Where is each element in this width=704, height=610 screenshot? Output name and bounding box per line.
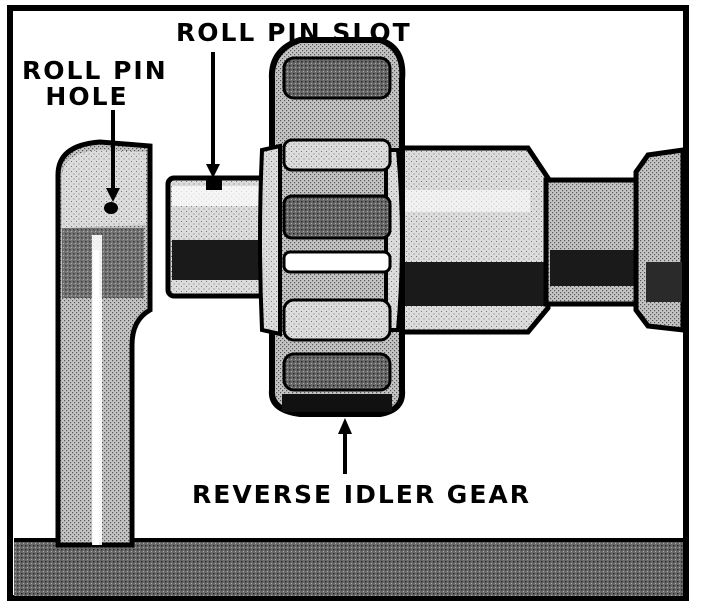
frame-border	[7, 5, 689, 601]
roll-pin-slot-arrowhead	[206, 164, 220, 178]
roll-pin-hole-arrowhead	[106, 188, 120, 202]
roll-pin-hole-label-line2: HOLE	[45, 82, 129, 111]
reverse-idler-gear-arrowhead	[338, 418, 352, 434]
reverse-idler-gear-label: REVERSE IDLER GEAR	[192, 480, 532, 509]
roll-pin-hole	[104, 202, 118, 214]
shaft-right	[392, 145, 686, 335]
base-plate	[14, 540, 683, 596]
roll-pin-hole-label: ROLL PIN HOLE	[22, 56, 168, 111]
support-post	[55, 139, 153, 548]
roll-pin-slot-label: ROLL PIN SLOT	[176, 18, 412, 47]
roll-pin-hole-label-line1: ROLL PIN	[22, 56, 168, 85]
roll-pin-slot	[206, 180, 222, 190]
reverse-idler-gear	[258, 37, 406, 417]
